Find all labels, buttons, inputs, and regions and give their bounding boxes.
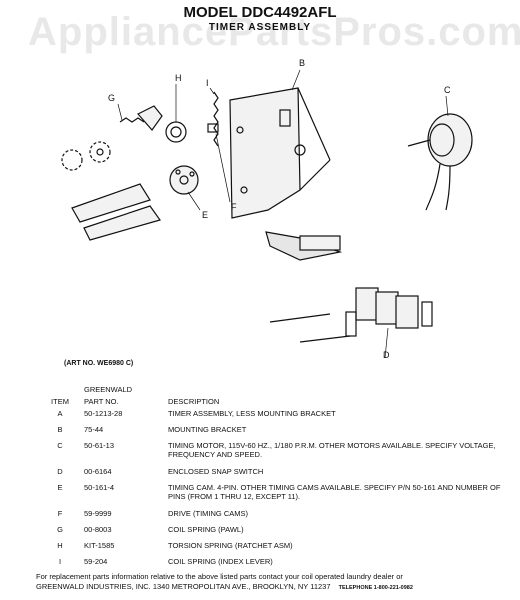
timing-cam-part <box>169 165 199 195</box>
table-row: A 50-1213-28 TIMER ASSEMBLY, LESS MOUNTI… <box>57 409 336 418</box>
table-row: H KIT-1585 TORSION SPRING (RATCHET ASM) <box>57 541 293 550</box>
footer-line-1: For replacement parts information relati… <box>36 572 403 581</box>
ratchet-gear-part <box>61 141 111 171</box>
assembly-subtitle: TIMER ASSEMBLY <box>208 22 312 33</box>
callout-d: D <box>383 350 390 360</box>
header-greenwald: GREENWALD <box>84 385 133 394</box>
table-row: E 50-161-4 TIMING CAM. 4-PIN. OTHER TIMI… <box>57 483 501 501</box>
callout-c: C <box>444 85 451 95</box>
parts-list-table: GREENWALD ITEM PART NO. DESCRIPTION A 50… <box>36 385 518 573</box>
model-title: MODEL DDC4492AFL <box>183 4 337 21</box>
coil-spring-index-lever-part <box>213 91 219 147</box>
table-header: ITEM PART NO. DESCRIPTION <box>36 397 518 409</box>
callout-h: H <box>175 73 182 83</box>
watermark: AppliancePartsPros.com <box>28 10 520 54</box>
table-row: G 00-8003 COIL SPRING (PAWL) <box>57 525 244 534</box>
art-number: (ART NO. WE6980 C) <box>64 360 134 367</box>
callout-f: F <box>231 202 237 212</box>
footer-contact: For replacement parts information relati… <box>36 572 496 593</box>
table-row: D 00-6164 ENCLOSED SNAP SWITCH <box>57 467 264 476</box>
header-description: DESCRIPTION <box>168 397 220 406</box>
timing-motor-part <box>407 113 473 211</box>
footer-telephone: TELEPHONE 1-800-221-0982 <box>338 585 413 591</box>
callout-leader-lines <box>117 69 449 359</box>
table-row: I 59-204 COIL SPRING (INDEX LEVER) <box>58 557 273 566</box>
header-item: ITEM <box>51 397 69 406</box>
mounting-screws-part <box>269 313 351 343</box>
torsion-spring-part <box>165 121 187 143</box>
table-header-top: GREENWALD <box>36 385 518 397</box>
mounting-bracket-part <box>229 87 331 219</box>
footer-line-2: GREENWALD INDUSTRIES, INC. 1340 METROPOL… <box>36 582 496 593</box>
drive-timing-cams-part <box>207 123 219 133</box>
callout-e: E <box>202 210 208 220</box>
table-row: C 50-61-13 TIMING MOTOR, 115V-60 HZ., 1/… <box>57 441 496 459</box>
table-row: B 75-44 MOUNTING BRACKET <box>57 425 247 434</box>
footer-address: GREENWALD INDUSTRIES, INC. 1340 METROPOL… <box>36 582 331 591</box>
coil-spring-pawl-part <box>119 105 163 131</box>
switch-actuator-plate <box>265 231 343 261</box>
index-levers-part <box>71 183 161 241</box>
table-row: F 59-9999 DRIVE (TIMING CAMS) <box>57 509 248 518</box>
callout-b: B <box>299 58 305 68</box>
exploded-parts-diagram: B C H G I E F D <box>61 58 473 360</box>
callout-g: G <box>108 93 115 103</box>
enclosed-snap-switch-part <box>345 287 433 337</box>
callout-i: I <box>206 78 209 88</box>
header-part-no: PART NO. <box>84 397 119 406</box>
